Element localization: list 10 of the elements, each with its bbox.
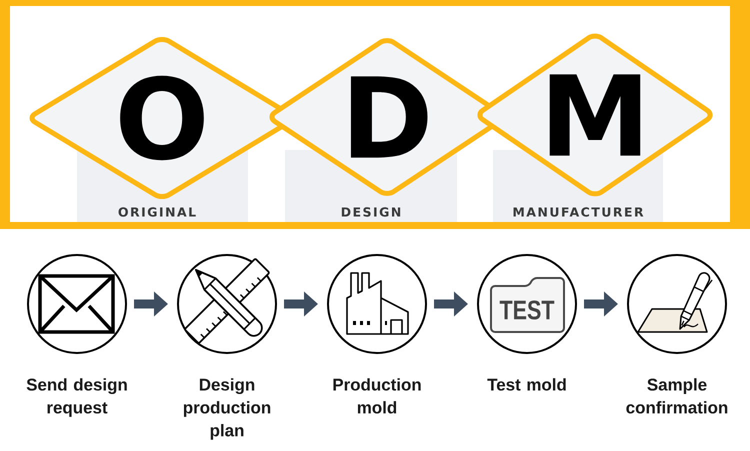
diamond-caption: ORIGINAL bbox=[118, 207, 196, 217]
diamond-caption: DESIGN bbox=[342, 207, 400, 217]
node-label: M bbox=[550, 74, 640, 156]
step-caption: Design production plan bbox=[184, 378, 270, 440]
step-caption: Sample confirmation bbox=[626, 378, 728, 414]
folder-label: TEST bbox=[500, 300, 554, 320]
step-caption: Send design request bbox=[26, 378, 127, 417]
step-caption: Production mold bbox=[333, 378, 421, 414]
step-caption: Test mold bbox=[487, 378, 566, 391]
diamond-caption: MANUFACTURER bbox=[514, 207, 644, 217]
